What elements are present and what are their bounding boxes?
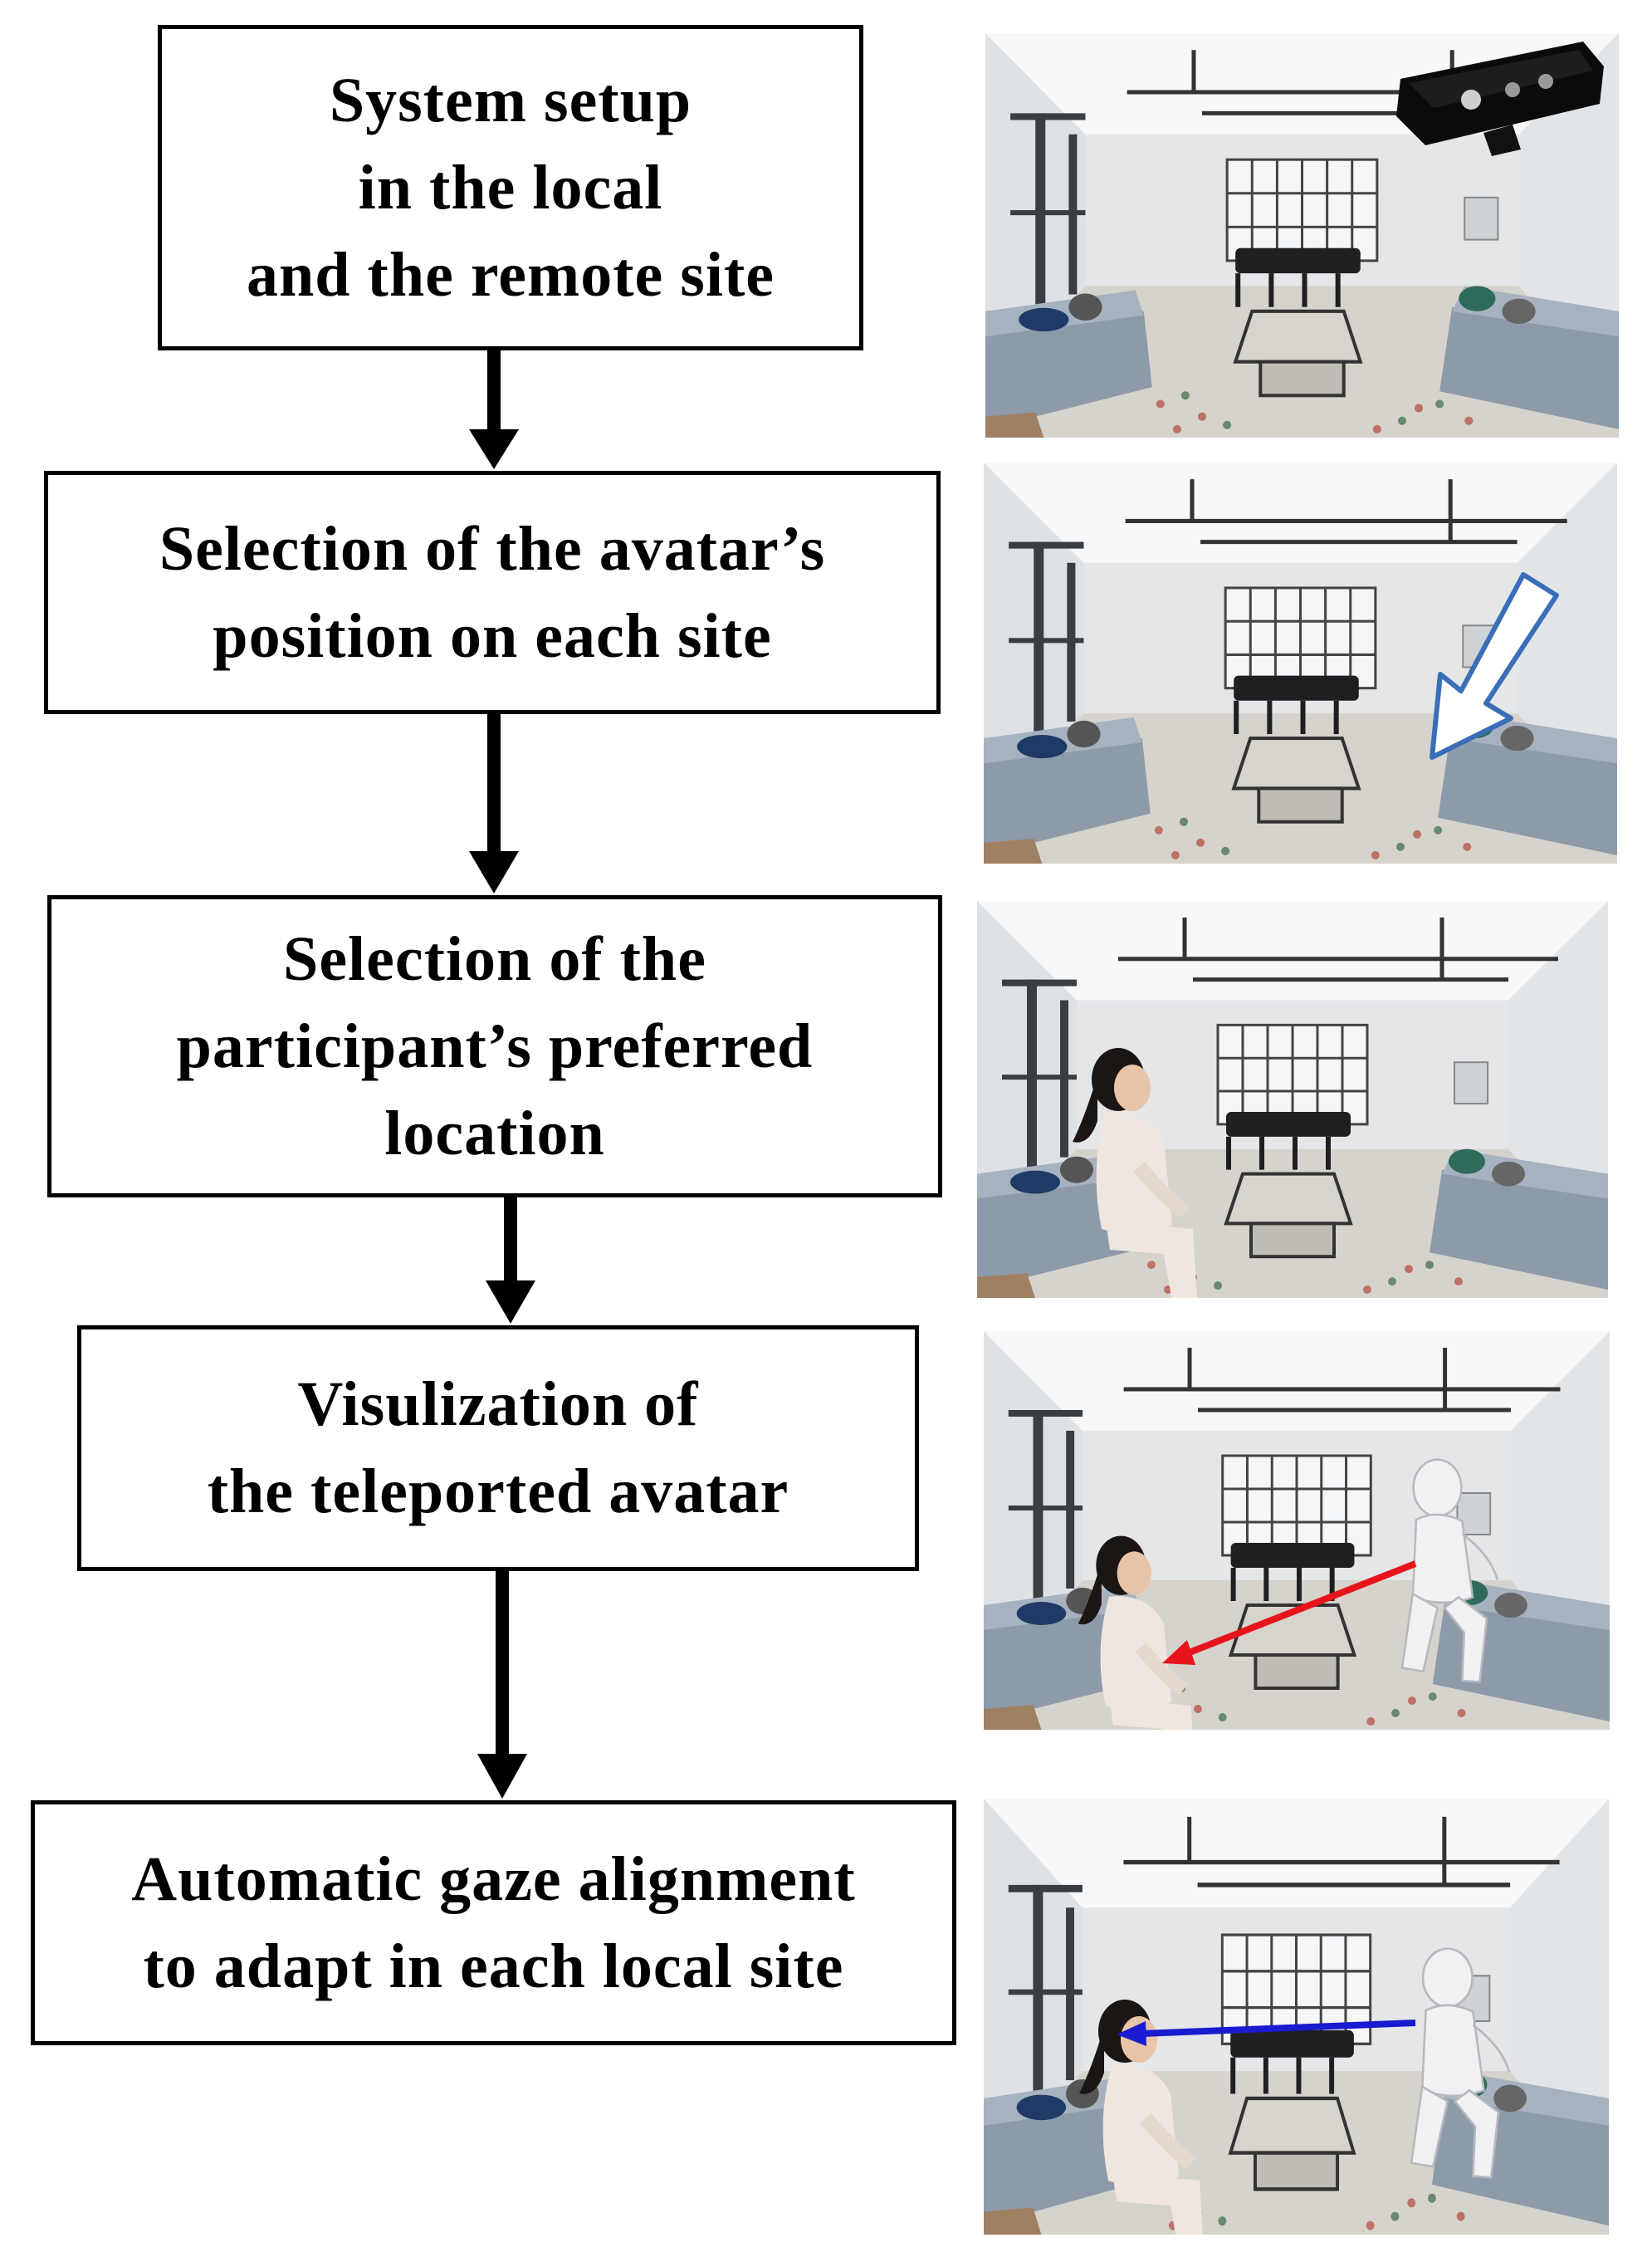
- step-label: Automatic gaze alignment to adapt in eac…: [131, 1843, 856, 2001]
- depth-sensor-camera-icon: [1396, 42, 1604, 156]
- step-label: Selection of the participant’s preferred…: [176, 923, 814, 1168]
- step-label: System setup in the local and the remote…: [246, 65, 775, 310]
- scene-gaze-alignment: [984, 1799, 1609, 2235]
- flow-arrow-2: [469, 714, 519, 894]
- step-box-preferred-location: Selection of the participant’s preferred…: [47, 895, 942, 1197]
- scene-system-setup: [985, 33, 1619, 438]
- step-box-gaze-alignment: Automatic gaze alignment to adapt in eac…: [31, 1800, 956, 2045]
- step-box-avatar-position: Selection of the avatar’s position on ea…: [44, 471, 941, 714]
- blue-gaze-arrow: [1117, 2020, 1416, 2046]
- position-arrow-icon: [1430, 572, 1559, 760]
- step-box-avatar-visualization: Visulization of the teleported avatar: [77, 1325, 919, 1571]
- flow-arrow-1: [469, 350, 519, 469]
- step-box-system-setup: System setup in the local and the remote…: [158, 25, 863, 350]
- red-gaze-arrow: [1162, 1560, 1417, 1665]
- step-label: Visulization of the teleported avatar: [207, 1369, 789, 1526]
- flow-arrow-4: [477, 1571, 527, 1799]
- flow-arrow-3: [486, 1197, 535, 1324]
- scene-preferred-location: [977, 901, 1608, 1298]
- participant-figure: [1039, 1042, 1205, 1298]
- step-label: Selection of the avatar’s position on ea…: [159, 513, 826, 671]
- scene-avatar-visualization: [984, 1331, 1610, 1730]
- scene-avatar-position: [984, 463, 1617, 864]
